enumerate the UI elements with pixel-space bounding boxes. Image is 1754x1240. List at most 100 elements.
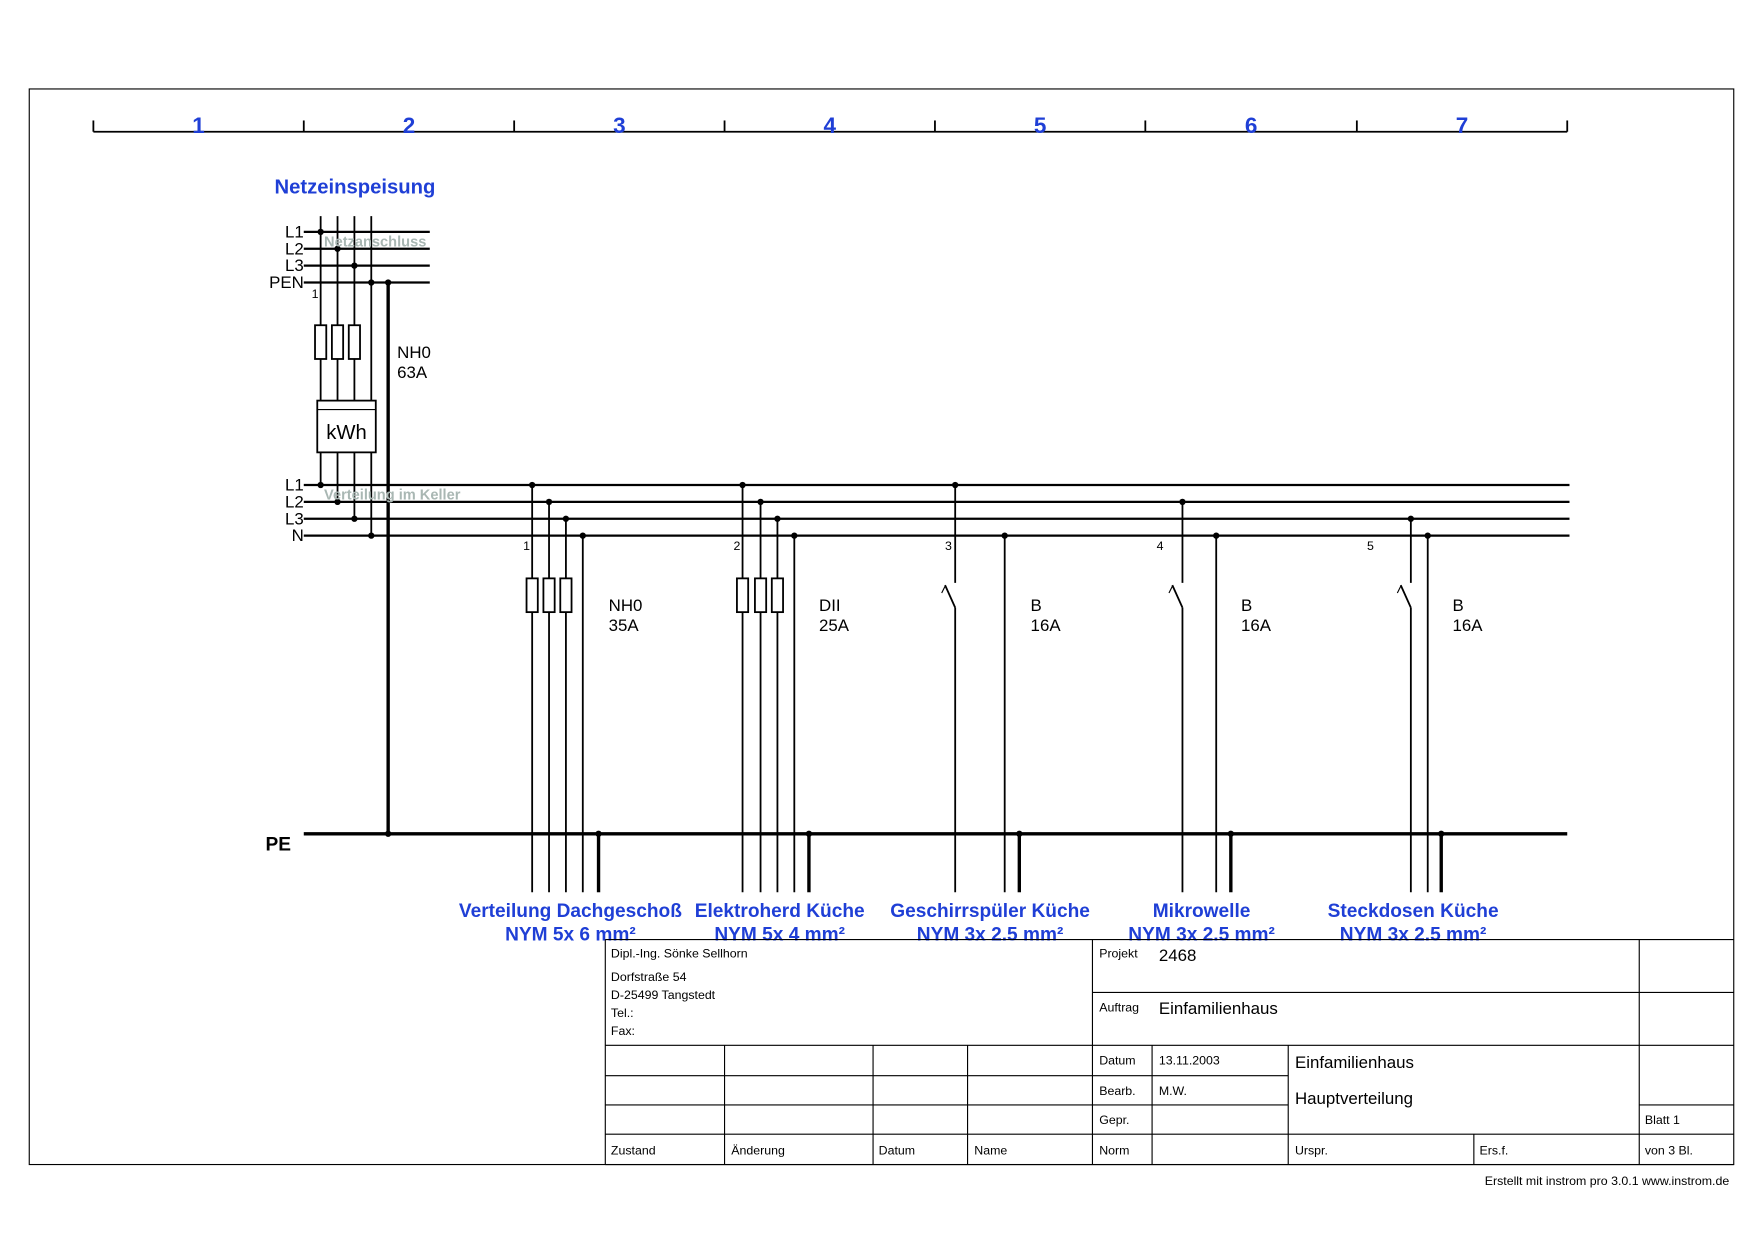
feed-fuse-rating: 63A bbox=[397, 363, 428, 382]
fuse-icon bbox=[559, 577, 573, 614]
junction-dot bbox=[351, 515, 358, 522]
circuit-number: 4 bbox=[1157, 539, 1164, 553]
footer-credit: Erstellt mit instrom pro 3.0.1 www.instr… bbox=[1485, 1174, 1730, 1188]
column-number: 2 bbox=[403, 113, 416, 138]
cable-type: NYM 5x 4 mm² bbox=[714, 925, 845, 946]
circuit-number: 1 bbox=[523, 539, 530, 553]
drawing-title-2: Hauptverteilung bbox=[1295, 1089, 1413, 1108]
bus-label: N bbox=[292, 526, 304, 545]
junction-dot bbox=[334, 498, 341, 506]
bearb-label: Bearb. bbox=[1099, 1084, 1135, 1098]
ersf-label: Ers.f. bbox=[1479, 1143, 1508, 1157]
feed-fuse-type: NH0 bbox=[397, 343, 431, 362]
bearb-value: M.W. bbox=[1159, 1084, 1187, 1098]
fuse-icon bbox=[770, 577, 784, 614]
breaker-contact-icon bbox=[1399, 584, 1412, 608]
cable-type: NYM 3x 2.5 mm² bbox=[917, 925, 1064, 946]
projekt-label: Projekt bbox=[1099, 947, 1138, 961]
junction-dot bbox=[1227, 830, 1234, 837]
top-bus-name: Netzanschluss bbox=[324, 234, 426, 250]
junction-dot bbox=[791, 532, 798, 539]
bus-label: L3 bbox=[285, 256, 304, 275]
junction-dot bbox=[1424, 532, 1431, 539]
fuse-icon bbox=[330, 324, 345, 360]
address-line: Dipl.-Ing. Sönke Sellhorn bbox=[611, 947, 748, 961]
auftrag-value: Einfamilienhaus bbox=[1159, 999, 1278, 1018]
cable-type: NYM 3x 2.5 mm² bbox=[1128, 925, 1275, 946]
circuit-name: Verteilung Dachgeschoß bbox=[459, 901, 682, 922]
junction-dot bbox=[595, 830, 602, 837]
breaker-trip-icon bbox=[1396, 585, 1402, 594]
device-type: B bbox=[1452, 596, 1463, 615]
cable-type: NYM 3x 2.5 mm² bbox=[1340, 925, 1487, 946]
junction-dot bbox=[1213, 532, 1220, 539]
breaker-contact-icon bbox=[1171, 584, 1184, 608]
address-line: Fax: bbox=[611, 1024, 635, 1038]
device-rating: 25A bbox=[819, 616, 850, 635]
junction-dot bbox=[805, 830, 813, 837]
column-number: 7 bbox=[1456, 113, 1469, 138]
bus-label: L2 bbox=[285, 239, 304, 258]
breaker-contact-icon bbox=[944, 584, 957, 608]
column-number: 4 bbox=[823, 113, 836, 138]
bus-label: L3 bbox=[285, 509, 304, 528]
circuit-name: Steckdosen Küche bbox=[1328, 901, 1499, 922]
junction-dot bbox=[1438, 830, 1445, 837]
junction-dot bbox=[1016, 830, 1023, 837]
column-number: 6 bbox=[1245, 113, 1258, 138]
address-line: D-25499 Tangstedt bbox=[611, 988, 716, 1002]
junction-dot bbox=[317, 228, 324, 235]
drawing-title-1: Einfamilienhaus bbox=[1295, 1053, 1414, 1072]
pe-label: PE bbox=[266, 835, 292, 856]
rev-header-name: Name bbox=[974, 1143, 1007, 1157]
column-number: 3 bbox=[613, 113, 626, 138]
rev-header-aenderung: Änderung bbox=[731, 1143, 785, 1157]
circuit-number: 3 bbox=[945, 539, 952, 553]
junction-dot bbox=[368, 279, 375, 286]
device-type: B bbox=[1241, 596, 1252, 615]
energy-meter: kWh bbox=[316, 399, 377, 454]
fuse-icon bbox=[542, 577, 556, 614]
circuit-number: 5 bbox=[1367, 539, 1374, 553]
circuit-name: Mikrowelle bbox=[1153, 901, 1251, 922]
circuit-name: Geschirrspüler Küche bbox=[890, 901, 1090, 922]
column-ruler: 1 2 3 4 5 6 7 bbox=[92, 113, 1569, 138]
projekt-value: 2468 bbox=[1159, 946, 1197, 965]
feed-fuse-number: 1 bbox=[312, 287, 319, 301]
junction-dot bbox=[368, 532, 375, 539]
breaker-trip-icon bbox=[941, 585, 946, 594]
fuse-icon bbox=[736, 577, 750, 614]
fuse-icon bbox=[347, 324, 361, 360]
title-block: Dipl.-Ing. Sönke Sellhorn Dorfstraße 54 … bbox=[604, 938, 1734, 1166]
junction-dot bbox=[385, 279, 392, 286]
column-number: 5 bbox=[1034, 113, 1047, 138]
junction-dot bbox=[579, 532, 586, 539]
feed-title: Netzeinspeisung bbox=[275, 177, 436, 199]
gepr-label: Gepr. bbox=[1099, 1113, 1129, 1127]
junction-dot bbox=[334, 245, 341, 252]
device-type: B bbox=[1031, 596, 1042, 615]
meter-label: kWh bbox=[326, 422, 367, 444]
datum-value: 13.11.2003 bbox=[1159, 1053, 1220, 1067]
bus-label: PEN bbox=[269, 273, 304, 292]
address-line: Dorfstraße 54 bbox=[611, 970, 687, 984]
circuit-number: 2 bbox=[734, 539, 741, 553]
address-line: Tel.: bbox=[611, 1006, 634, 1020]
column-number: 1 bbox=[192, 113, 205, 138]
device-type: DII bbox=[819, 596, 841, 615]
bus-label: L1 bbox=[285, 476, 304, 495]
sheet-count: von 3 Bl. bbox=[1645, 1143, 1693, 1157]
rev-header-datum: Datum bbox=[879, 1143, 915, 1157]
fuse-icon bbox=[525, 577, 539, 614]
distribution-bus-name: Verteilung im Keller bbox=[324, 488, 461, 504]
cable-type: NYM 5x 6 mm² bbox=[505, 925, 636, 946]
datum-label: Datum bbox=[1099, 1053, 1135, 1067]
